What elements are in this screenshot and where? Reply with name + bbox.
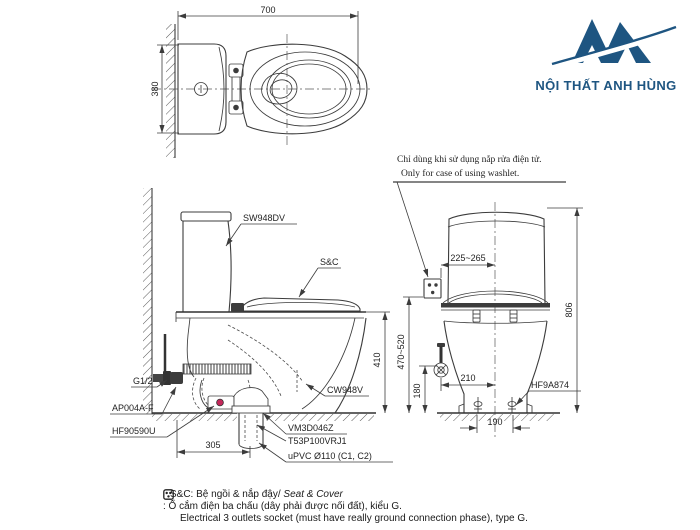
bowl-front: [443, 320, 548, 413]
label-hf90590u: HF90590U: [112, 426, 156, 436]
note-vi: Chỉ dùng khi sử dụng nắp rửa điện tử.: [397, 154, 541, 165]
dim-700: 700: [177, 5, 359, 84]
dim-380: 380: [150, 44, 179, 134]
seat-opening: [266, 59, 352, 119]
flush-button: [194, 82, 208, 96]
label-cw948v: CW948V: [327, 385, 363, 395]
dim-210-text: 210: [460, 373, 475, 383]
footnote-socket-en: Electrical 3 outlets socket (must have r…: [180, 513, 528, 524]
dim-305: 305: [176, 420, 251, 458]
lid-top-outline: [240, 43, 368, 135]
dim-225-265: 225~265: [440, 253, 495, 278]
dim-380-text: 380: [150, 81, 160, 96]
tank-front: [447, 211, 546, 304]
brand-name: NỘI THẤT ANH HÙNG: [535, 78, 676, 93]
label-t53p100vrj1: T53P100VRJ1: [288, 436, 347, 446]
dim-410: 410: [362, 311, 390, 413]
brand-logo: NỘI THẤT ANH HÙNG: [535, 19, 679, 93]
hinge-top: [228, 63, 244, 115]
stop-valve-front: [433, 343, 449, 378]
dim-225-265-text: 225~265: [450, 253, 485, 263]
logo-mark: [551, 19, 679, 71]
wall-inlet-stub: [153, 374, 164, 382]
seat-side: [231, 297, 361, 312]
red-seal-dot: [216, 398, 224, 407]
wall-hatch-top: [166, 24, 175, 158]
dim-190-text: 190: [487, 417, 502, 427]
label-g12: G1/2: [133, 376, 153, 386]
dim-700-text: 700: [260, 5, 275, 15]
dim-470-520-text: 470~520: [396, 334, 406, 369]
socket-icon: [163, 489, 174, 500]
footnote-socket-vi: : Ổ cắm điện ba chấu (dây phải được nối …: [163, 501, 402, 512]
label-sc: S&C: [320, 257, 339, 267]
dim-470-520: 470~520: [396, 296, 423, 413]
label-ap004a-f: AP004A-F: [112, 403, 154, 413]
tank-side: [180, 211, 232, 313]
dim-210: 210: [440, 373, 495, 391]
footnote-socket-vi-line: : Ổ cắm điện ba chấu (dây phải được nối …: [163, 489, 633, 513]
seat-front: [441, 290, 550, 323]
front-view: 225~265 470~520 180 210 806 190: [396, 202, 583, 437]
water-surface: [261, 72, 298, 105]
side-view: SW948DV S&C CW948V G1/2 AP004A-F HF90590…: [110, 188, 393, 463]
socket-outlet: [423, 278, 442, 299]
footnote-seat-cover: S&C: Bệ ngồi & nắp đậy/ Seat & Cover: [163, 489, 633, 501]
dim-806-text: 806: [564, 302, 574, 317]
note-leader: [396, 181, 429, 278]
drain-pipe: [231, 405, 271, 449]
side-view-labels: SW948DV S&C CW948V G1/2 AP004A-F HF90590…: [110, 213, 393, 463]
label-sw948dv: SW948DV: [243, 213, 285, 223]
footnotes: S&C: Bệ ngồi & nắp đậy/ Seat & Cover : Ổ…: [163, 489, 633, 525]
dim-410-text: 410: [372, 352, 382, 367]
label-hf9a874-group: HF9A874: [515, 380, 581, 406]
label-upvc: uPVC Ø110 (C1, C2): [288, 451, 372, 461]
top-view: 700 380: [150, 5, 372, 158]
label-hf9a874: HF9A874: [531, 380, 569, 390]
footnote-seat-vi: S&C: Bệ ngồi & nắp đậy/: [170, 489, 281, 500]
note-en: Only for case of using washlet.: [401, 168, 519, 179]
outlet-elbow: [233, 387, 269, 408]
tank-top-outline: [177, 43, 227, 135]
dim-190: 190: [460, 415, 530, 433]
dim-180-text: 180: [412, 383, 422, 398]
footnote-seat-en: Seat & Cover: [283, 489, 343, 500]
shutoff-valve-side: [170, 372, 183, 384]
wall-hatch-side: [143, 188, 152, 414]
label-vm3d046z: VM3D046Z: [288, 423, 334, 433]
dim-806: 806: [547, 207, 583, 413]
dim-180: 180: [412, 365, 437, 413]
supply-hose: [182, 363, 252, 375]
dim-305-text: 305: [205, 440, 220, 450]
washlet-note: Chỉ dùng khi sử dụng nắp rửa điện tử. On…: [393, 154, 566, 278]
